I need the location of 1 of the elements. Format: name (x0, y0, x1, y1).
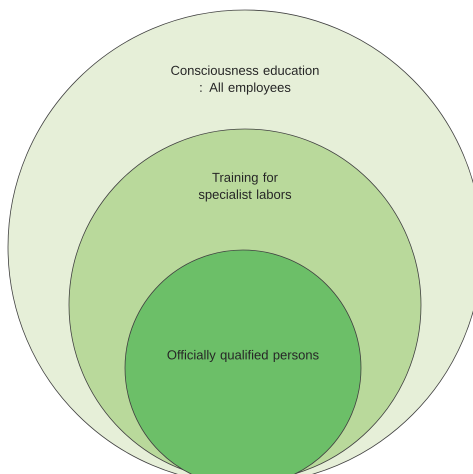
circle-node: Officially qualified persons (124, 250, 362, 474)
